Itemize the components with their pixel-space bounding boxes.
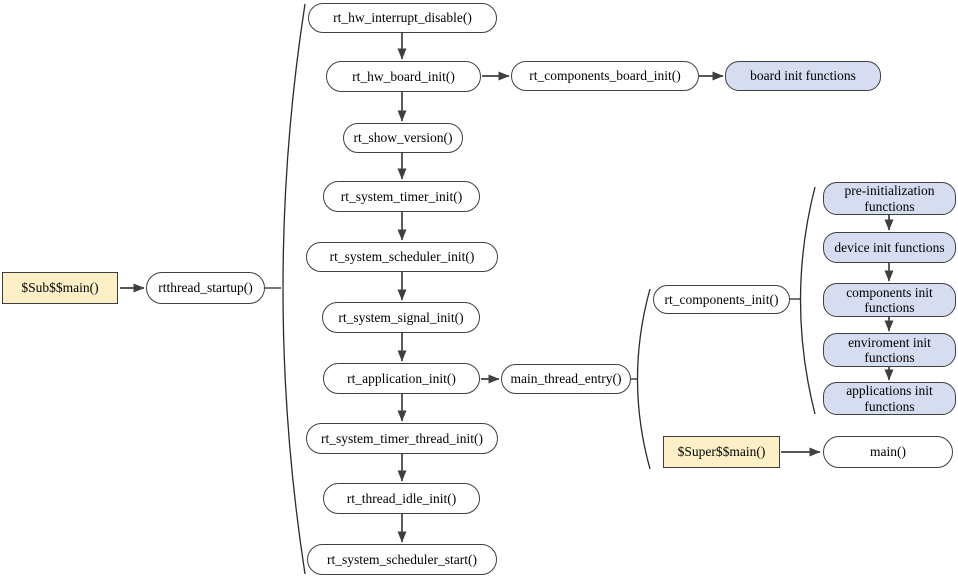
node-main: main() [823,436,953,468]
node-rt-system-timer-init: rt_system_timer_init() [323,181,480,212]
node-rt-components-board-init: rt_components_board_init() [511,61,699,91]
node-rtthread-startup: rtthread_startup() [146,272,265,304]
node-rt-thread-idle-init: rt_thread_idle_init() [323,483,480,514]
node-components-init-functions: components init functions [823,283,956,317]
node-sub-main: $Sub$$main() [2,272,118,304]
node-rt-system-timer-thread-init: rt_system_timer_thread_init() [306,423,498,454]
node-main-thread-entry: main_thread_entry() [501,364,631,394]
node-applications-init-functions: applications init functions [823,382,956,415]
node-rt-show-version: rt_show_version() [343,123,463,153]
node-rt-hw-board-init: rt_hw_board_init() [326,61,481,92]
node-pre-initialization-functions: pre-initialization functions [823,182,956,215]
node-rt-application-init: rt_application_init() [323,363,480,394]
node-rt-components-init: rt_components_init() [653,285,790,314]
node-device-init-functions: device init functions [823,232,956,263]
node-rt-system-signal-init: rt_system_signal_init() [322,302,480,333]
node-super-main: $Super$$main() [663,436,780,468]
node-board-init-functions: board init functions [725,61,881,91]
node-rt-system-scheduler-init: rt_system_scheduler_init() [306,242,498,272]
node-rt-system-scheduler-start: rt_system_scheduler_start() [307,544,497,575]
node-enviroment-init-functions: enviroment init functions [823,333,956,367]
node-rt-hw-interrupt-disable: rt_hw_interrupt_disable() [308,3,497,33]
